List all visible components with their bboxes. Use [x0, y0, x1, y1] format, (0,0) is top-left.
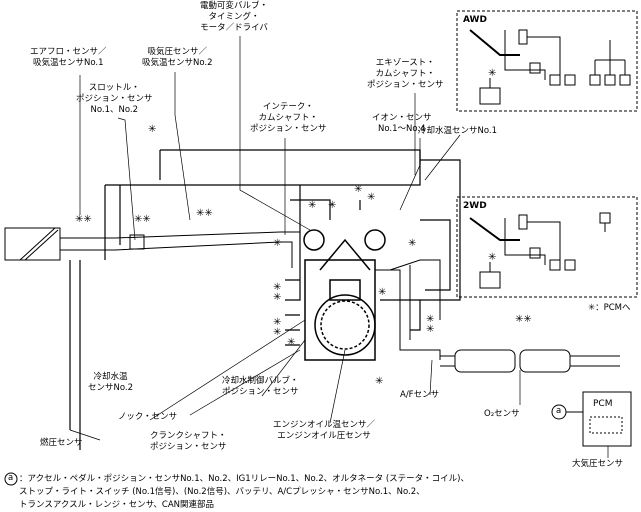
- footnote-line-3: トランスアクスル・レンジ・センサ、CAN関連部品: [19, 500, 214, 510]
- coolant-valve-line-1: 冷却水制御バルブ・: [222, 376, 299, 386]
- svg-text:✳: ✳: [426, 314, 434, 325]
- ion-line-1: イオン・センサ: [372, 113, 432, 123]
- svg-text:✳: ✳: [148, 124, 156, 135]
- ect1-label: 冷却水温センサNo.1: [418, 126, 498, 136]
- evvt-motor-label: 電動可変バルブ・ タイミング・ モータ／ドライバ: [200, 1, 268, 34]
- pcm-box: [582, 391, 632, 447]
- ect2-label: 冷却水温 センサNo.2: [88, 372, 133, 394]
- intake-cam-label: インテーク・ カムシャフト・ ポジション・センサ: [250, 102, 327, 135]
- svg-text:✳: ✳: [273, 317, 281, 328]
- tps-line-3: No.1、No.2: [90, 105, 139, 115]
- circle-a-label: a: [556, 406, 562, 416]
- baro-sensor-label: 大気圧センサ: [572, 459, 624, 469]
- svg-text:✳: ✳: [287, 337, 295, 348]
- crank-sensor-label: クランクシャフト・ ポジション・センサ: [150, 431, 227, 453]
- svg-text:✳: ✳: [328, 200, 336, 211]
- tps-line-1: スロットル・: [88, 83, 140, 93]
- awd-box: [456, 10, 638, 112]
- crank-line-2: ポジション・センサ: [150, 442, 227, 452]
- map-line-1: 吸気圧センサ／: [147, 47, 208, 57]
- pcm-markers: ✳✳ ✳✳ ✳✳ ✳ ✳ ✳ ✳ ✳ ✳ ✳ ✳ ✳ ✳ ✳ ✳ ✳ ✳ ✳ ✳…: [75, 68, 532, 387]
- map-sensor-label: 吸気圧センサ／ 吸気温センサNo.2: [142, 47, 213, 69]
- ion-line-2: No.1〜No.4: [377, 124, 426, 134]
- svg-text:✳✳: ✳✳: [196, 208, 213, 219]
- exhaust-cam-line-1: エキゾースト・: [375, 58, 435, 68]
- airflow-sensor-label: エアフロ・センサ／ 吸気温センサNo.1: [30, 47, 107, 69]
- svg-text:✳✳: ✳✳: [515, 314, 532, 325]
- svg-text:✳: ✳: [308, 200, 316, 211]
- evvt-motor-line-3: モータ／ドライバ: [200, 23, 268, 33]
- awd-title: AWD: [463, 15, 487, 25]
- awd-exhaust-layout: [469, 29, 631, 105]
- crank-line-1: クランクシャフト・: [150, 431, 227, 441]
- exhaust-cam-label: エキゾースト・ カムシャフト・ ポジション・センサ: [367, 58, 444, 91]
- exhaust-cam-line-2: カムシャフト・: [375, 69, 436, 79]
- pcm-label: PCM: [593, 399, 613, 409]
- svg-text:✳: ✳: [273, 327, 281, 338]
- twowd-title: 2WD: [463, 201, 487, 211]
- svg-text:✳: ✳: [367, 192, 375, 203]
- pcm-note: ✳：PCMへ: [588, 303, 631, 313]
- ion-sensor-label: イオン・センサ No.1〜No.4: [372, 113, 432, 135]
- evvt-motor-line-1: 電動可変バルブ・: [200, 1, 269, 11]
- footnote-circle-a: [4, 472, 18, 486]
- airflow-line-1: エアフロ・センサ／: [30, 47, 107, 57]
- intake-cam-line-2: カムシャフト・: [258, 113, 319, 123]
- svg-text:✳✳: ✳✳: [134, 214, 151, 225]
- o2-sensor-label: O₂センサ: [484, 409, 520, 419]
- ect2-line-2: センサNo.2: [88, 383, 134, 393]
- twowd-exhaust-layout: [469, 212, 611, 289]
- engine-block: [303, 229, 386, 361]
- svg-text:✳: ✳: [488, 252, 496, 263]
- leader-lines: [69, 36, 521, 441]
- svg-text:✳: ✳: [375, 376, 383, 387]
- footnote-line-2: ストップ・ライト・スイッチ (No.1信号)、(No.2信号)、バッテリ、A/C…: [19, 487, 425, 497]
- knock-sensor-label: ノック・センサ: [118, 412, 178, 422]
- exhaust-pipe: [375, 259, 620, 373]
- svg-text:✳: ✳: [488, 68, 496, 79]
- af-sensor-label: A/Fセンサ: [400, 390, 440, 400]
- intake-duct: [4, 227, 301, 268]
- ect2-line-1: 冷却水温: [93, 372, 128, 382]
- baro-sensor-box: [589, 416, 623, 434]
- fuel-pressure-label: 燃圧センサ: [40, 438, 83, 448]
- evvt-motor-line-2: タイミング・: [208, 12, 260, 22]
- coolant-valve-line-2: ポジション・センサ: [222, 387, 299, 397]
- coolant-valve-label: 冷却水制御バルブ・ ポジション・センサ: [222, 376, 299, 398]
- tps-label: スロットル・ ポジション・センサ No.1、No.2: [76, 83, 153, 116]
- twowd-box: [456, 196, 638, 298]
- svg-text:✳: ✳: [354, 184, 362, 195]
- footnote-mark: a: [8, 473, 14, 483]
- intake-cam-line-3: ポジション・センサ: [250, 124, 327, 134]
- oil-line-1: エンジンオイル温センサ／: [273, 420, 376, 430]
- svg-text:✳: ✳: [273, 292, 281, 303]
- svg-text:✳: ✳: [408, 238, 416, 249]
- exhaust-cam-line-3: ポジション・センサ: [367, 80, 444, 90]
- airflow-line-2: 吸気温センサNo.1: [32, 58, 104, 68]
- svg-text:✳: ✳: [426, 324, 434, 335]
- svg-text:✳✳: ✳✳: [75, 214, 92, 225]
- map-line-2: 吸気温センサNo.2: [142, 58, 213, 68]
- svg-text:✳: ✳: [273, 238, 281, 249]
- svg-text:✳: ✳: [378, 287, 386, 298]
- oil-line-2: エンジンオイル圧センサ: [277, 431, 371, 441]
- intake-cam-line-1: インテーク・: [262, 102, 314, 112]
- svg-text:✳: ✳: [273, 282, 281, 293]
- harness: [69, 149, 461, 450]
- oil-sensor-label: エンジンオイル温センサ／ エンジンオイル圧センサ: [273, 420, 375, 442]
- tps-line-2: ポジション・センサ: [76, 94, 153, 104]
- footnote-line-1: ：アクセル・ペダル・ポジション・センサNo.1、No.2、IG1リレーNo.1、…: [19, 474, 469, 484]
